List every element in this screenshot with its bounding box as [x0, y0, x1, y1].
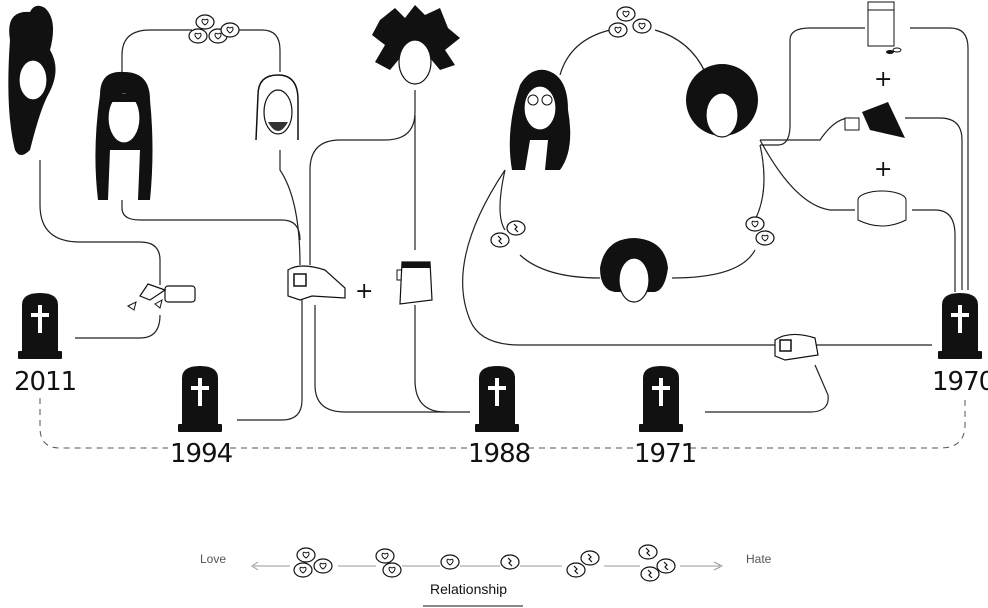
year-2011: 2011 — [14, 367, 76, 397]
portrait-icon-glasses-woman — [509, 69, 571, 170]
plus-sign-1988: + — [355, 279, 373, 304]
tombstone-icon-1970 — [938, 293, 982, 359]
year-1971: 1971 — [634, 439, 696, 469]
tombstone-icon-1971 — [639, 366, 683, 432]
belt-icon-1994 — [287, 265, 346, 301]
timeline-dashed — [39, 398, 966, 449]
legend-pill-5 — [566, 550, 600, 578]
legend-title: Relationship — [430, 581, 507, 597]
bottle-icon — [127, 283, 196, 311]
legend-pill-2 — [375, 548, 402, 578]
legend-pill-1 — [293, 547, 333, 578]
legend-pill-4 — [500, 554, 520, 570]
connection-lines — [39, 27, 969, 421]
tombstone-icon-2011 — [18, 293, 62, 359]
pill-icon-group-1970-top — [608, 6, 652, 38]
powder-bag-icon — [399, 261, 433, 305]
legend-hate-label: Hate — [746, 552, 772, 566]
portrait-icon-long-hair-man — [255, 74, 299, 141]
portrait-icon-beehive-woman — [8, 5, 56, 155]
portrait-icon-afro-man — [686, 64, 758, 138]
portrait-icon-bangs-woman — [95, 71, 153, 200]
legend-pill-3 — [440, 554, 460, 570]
plus-sign-1970-b: + — [874, 157, 892, 182]
belt-icon-1970 — [774, 333, 819, 361]
pill-icon-group-right — [745, 216, 775, 246]
pill-icon-group-left — [490, 220, 526, 248]
year-1988: 1988 — [468, 439, 530, 469]
portrait-icon-dreadlocks-man — [372, 5, 460, 85]
lighter-icon — [844, 102, 905, 138]
year-1970: 1970 — [932, 367, 988, 397]
grinder-icon — [857, 190, 907, 227]
tombstone-icon-1994 — [178, 366, 222, 432]
portrait-icon-curly-man — [600, 238, 668, 303]
pill-bottle-icon — [867, 1, 902, 54]
legend-pill-6 — [638, 544, 676, 582]
tombstone-icon-1988 — [475, 366, 519, 432]
pill-icon-group-1994 — [188, 14, 240, 44]
plus-sign-1970-a: + — [874, 67, 892, 92]
relationship-legend: Love Hate Relationship — [200, 544, 772, 607]
year-1994: 1994 — [170, 439, 233, 469]
legend-love-label: Love — [200, 552, 226, 566]
